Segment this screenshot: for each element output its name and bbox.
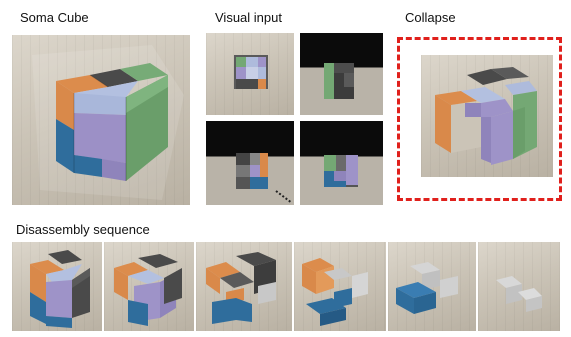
visual-input-title: Visual input [215, 10, 282, 25]
collapse-highlight-box [397, 37, 562, 201]
disassembly-sequence-title: Disassembly sequence [16, 222, 150, 237]
collapse-title: Collapse [405, 10, 456, 25]
soma-cube-title: Soma Cube [20, 10, 89, 25]
visual-input-bottom-left [206, 121, 294, 205]
disassembly-step-1 [12, 242, 102, 331]
disassembly-step-3 [196, 242, 292, 331]
cube-left-blue [56, 119, 74, 173]
disassembly-step-2 [104, 242, 194, 331]
cube-front-lavender [74, 113, 126, 163]
disassembly-step-6 [478, 242, 560, 331]
visual-input-top-right [300, 33, 383, 115]
cube-top-dark [90, 69, 138, 87]
visual-input-top-left [206, 33, 294, 115]
visual-input-bottom-right [300, 121, 383, 205]
disassembly-step-5 [388, 242, 476, 331]
cube-front-lightblue [74, 93, 126, 115]
disassembly-step-4 [294, 242, 386, 331]
cube-top-orange [56, 75, 108, 93]
cube-left-orange [56, 81, 74, 130]
collapse-image [421, 55, 553, 177]
cube-top-green [120, 63, 168, 81]
soma-cube-image [12, 35, 190, 205]
cube-front-blue [74, 155, 102, 177]
